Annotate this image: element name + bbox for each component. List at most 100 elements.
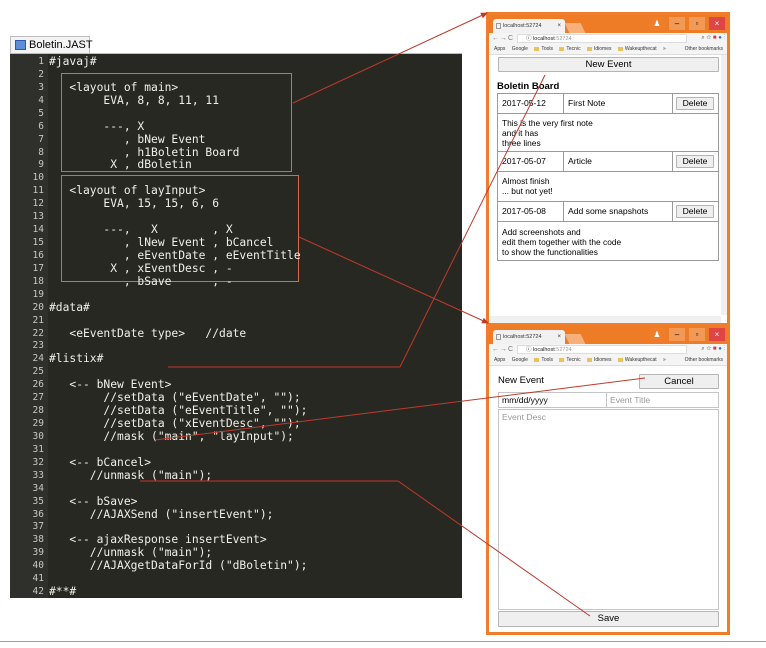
code-line: , h1Boletin Board bbox=[49, 145, 240, 159]
reload-icon[interactable]: C bbox=[508, 346, 514, 353]
bookmark-idiomes[interactable]: Idiomes bbox=[586, 355, 611, 365]
line-number: 35 bbox=[32, 495, 44, 507]
back-arrow-icon[interactable]: ← bbox=[492, 346, 499, 353]
bookmark-idiomes[interactable]: Idiomes bbox=[586, 44, 611, 54]
code-line: EVA, 15, 15, 6, 6 bbox=[49, 197, 220, 211]
bookmark-apps[interactable]: Apps bbox=[494, 357, 506, 363]
layout-input-highlight bbox=[61, 175, 299, 282]
bottom-divider bbox=[0, 641, 766, 642]
star-icon[interactable]: ☆ bbox=[706, 35, 712, 41]
horizontal-scrollbar[interactable] bbox=[489, 316, 721, 323]
url-port: :52724 bbox=[554, 347, 572, 353]
bookmark-tecnic[interactable]: Tecnic bbox=[559, 44, 581, 54]
other-bookmarks[interactable]: Other bookmarks bbox=[684, 357, 723, 363]
browser-tab[interactable]: localhost:52724 × bbox=[493, 330, 565, 344]
code-line: <-- bSave> bbox=[49, 494, 138, 508]
new-event-button[interactable]: New Event bbox=[498, 57, 719, 72]
bookmarks-more[interactable]: » bbox=[663, 357, 666, 363]
line-number: 30 bbox=[32, 430, 44, 442]
menu-icon[interactable]: ⋮ bbox=[723, 346, 725, 352]
bookmark-tools[interactable]: Tools bbox=[534, 44, 553, 54]
line-number: 41 bbox=[32, 573, 44, 585]
bookmark-google[interactable]: Google bbox=[511, 357, 528, 363]
code-line: //setData ("eEventDate", ""); bbox=[49, 391, 301, 405]
folder-icon bbox=[534, 357, 540, 362]
line-number: 37 bbox=[32, 521, 44, 533]
bookmarks-more[interactable]: » bbox=[663, 46, 666, 52]
event-date: 2017-05-07 bbox=[497, 151, 564, 172]
event-title-input[interactable]: Event Title bbox=[606, 392, 719, 408]
event-description: Almost finish ... but not yet! bbox=[502, 176, 553, 196]
event-date-input[interactable]: mm/dd/yyyy bbox=[498, 392, 607, 408]
code-line: , bSave , - bbox=[49, 274, 233, 288]
code-line: X , xEventDesc , - bbox=[49, 261, 233, 275]
editor-file-tab[interactable]: Boletin.JAST bbox=[10, 36, 93, 53]
bookmark-wakeupthecat[interactable]: Wakeupthecat bbox=[617, 44, 657, 54]
bookmark-tools[interactable]: Tools bbox=[534, 355, 553, 365]
browser-tab-title: localhost:52724 bbox=[503, 23, 542, 29]
cancel-button[interactable]: Cancel bbox=[639, 374, 719, 389]
line-number: 34 bbox=[32, 482, 44, 494]
maximize-button[interactable]: ▫ bbox=[689, 17, 705, 30]
search-icon[interactable]: ⌕ bbox=[701, 346, 705, 352]
extension-icon[interactable]: ● bbox=[718, 346, 722, 352]
user-icon[interactable]: ♟ bbox=[649, 17, 665, 30]
line-number: 42 bbox=[32, 586, 44, 598]
search-icon[interactable]: ⌕ bbox=[701, 35, 705, 41]
line-number: 1 bbox=[38, 56, 44, 67]
reload-icon[interactable]: C bbox=[508, 35, 514, 42]
event-delete-cell: Delete bbox=[672, 151, 719, 172]
extension-icon[interactable]: ■ bbox=[712, 346, 717, 352]
new-tab-button[interactable] bbox=[564, 334, 586, 344]
vertical-scrollbar[interactable] bbox=[721, 55, 727, 315]
bookmark-apps[interactable]: Apps bbox=[494, 46, 506, 52]
other-bookmarks[interactable]: Other bookmarks bbox=[684, 46, 723, 52]
url-input[interactable]: ⓘ localhost:52724 bbox=[517, 34, 687, 43]
back-arrow-icon[interactable]: ← bbox=[492, 35, 499, 42]
close-button[interactable]: × bbox=[709, 17, 725, 30]
forward-arrow-icon[interactable]: → bbox=[500, 35, 507, 42]
folder-icon bbox=[559, 46, 565, 51]
code-line: //mask ("main", "layInput"); bbox=[49, 429, 294, 443]
tab-close-icon[interactable]: × bbox=[557, 334, 561, 340]
maximize-button[interactable]: ▫ bbox=[689, 328, 705, 341]
code-line: //unmask ("main"); bbox=[49, 546, 213, 560]
address-bar-icons: ⌕ ☆ ■ ● ⋮ bbox=[701, 33, 725, 44]
code-line: ---, X bbox=[49, 119, 145, 133]
bookmark-tecnic[interactable]: Tecnic bbox=[559, 355, 581, 365]
code-line: , eEventDate , eEventTitle bbox=[49, 248, 301, 262]
delete-button[interactable]: Delete bbox=[676, 155, 714, 168]
event-title: First Note bbox=[563, 93, 673, 114]
line-number: 7 bbox=[38, 133, 44, 145]
line-number: 25 bbox=[32, 366, 44, 378]
minimize-button[interactable]: – bbox=[669, 17, 685, 30]
code-line: <-- bCancel> bbox=[49, 455, 152, 469]
bookmark-google[interactable]: Google bbox=[511, 46, 528, 52]
new-tab-button[interactable] bbox=[564, 23, 586, 33]
menu-icon[interactable]: ⋮ bbox=[723, 35, 725, 41]
minimize-button[interactable]: – bbox=[669, 328, 685, 341]
line-number: 36 bbox=[32, 508, 44, 520]
url-input[interactable]: ⓘ localhost:52724 bbox=[517, 345, 687, 354]
save-button[interactable]: Save bbox=[498, 611, 719, 627]
code-line: EVA, 8, 8, 11, 11 bbox=[49, 93, 220, 107]
extension-icon[interactable]: ● bbox=[718, 35, 722, 41]
line-number: 4 bbox=[38, 94, 44, 106]
close-button[interactable]: × bbox=[709, 328, 725, 341]
tab-close-icon[interactable]: × bbox=[557, 23, 561, 29]
extension-icon[interactable]: ■ bbox=[712, 35, 717, 41]
browser-tab[interactable]: localhost:52724 × bbox=[493, 19, 565, 33]
address-bar-row: ← → C ⓘ localhost:52724 ⌕ ☆ ■ ● ⋮ bbox=[489, 344, 727, 355]
page-content: New Event Cancel mm/dd/yyyy Event Title … bbox=[489, 366, 727, 632]
star-icon[interactable]: ☆ bbox=[706, 346, 712, 352]
code-line: <layout of main> bbox=[49, 80, 179, 94]
code-line: <-- bNew Event> bbox=[49, 378, 172, 392]
user-icon[interactable]: ♟ bbox=[649, 328, 665, 341]
bookmark-wakeupthecat[interactable]: Wakeupthecat bbox=[617, 355, 657, 365]
forward-arrow-icon[interactable]: → bbox=[500, 346, 507, 353]
delete-button[interactable]: Delete bbox=[676, 97, 714, 110]
delete-button[interactable]: Delete bbox=[676, 205, 714, 218]
line-number: 29 bbox=[32, 418, 44, 430]
event-desc-textarea[interactable]: Event Desc bbox=[498, 409, 719, 610]
